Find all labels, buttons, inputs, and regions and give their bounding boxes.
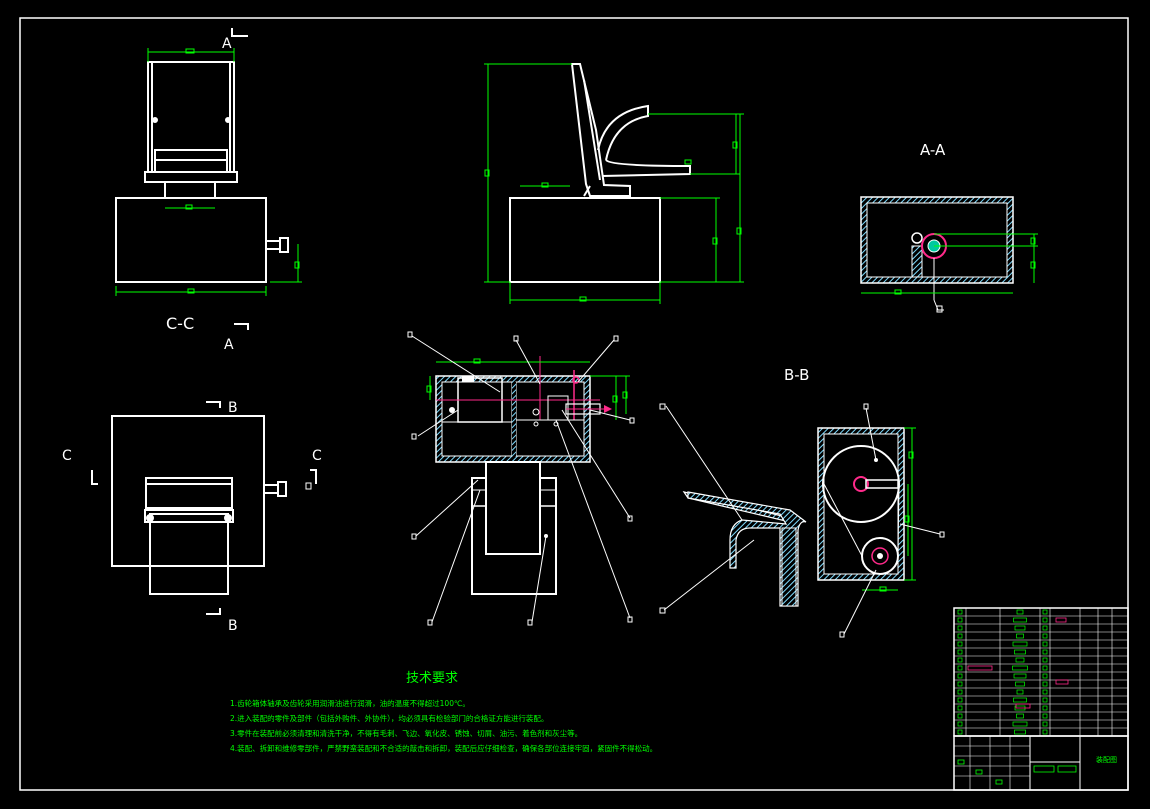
parts-list-annotation-mark xyxy=(1015,703,1031,709)
parts-list-qty-mark xyxy=(1042,721,1048,727)
parts-list-qty-mark xyxy=(1042,609,1048,615)
parts-list-index-mark xyxy=(957,665,963,671)
parts-list-name-mark xyxy=(1013,617,1027,623)
title-block-drawing-name: 装配图 xyxy=(1096,755,1117,764)
parts-list-index-mark xyxy=(957,649,963,655)
section-aa-view xyxy=(860,196,1014,313)
main-assembly-dimensions xyxy=(426,358,630,420)
section-cc-view xyxy=(111,415,287,595)
parts-list-name-mark xyxy=(1015,657,1025,663)
parts-list-name-mark xyxy=(1014,729,1026,735)
parts-list-name-mark xyxy=(1016,713,1024,719)
parts-list-qty-mark xyxy=(1042,617,1048,623)
technical-requirement-1: 1.齿轮箱体轴承及齿轮采用润滑油进行润滑，油的温度不得超过100℃。 xyxy=(230,698,470,708)
side-view-top-center xyxy=(509,63,691,283)
parts-list-name-mark xyxy=(1012,665,1028,671)
parts-list-index-mark xyxy=(957,721,963,727)
section-label-a-top: A xyxy=(222,36,232,52)
section-label-c-right: C xyxy=(312,448,322,464)
parts-list-qty-mark xyxy=(1042,673,1048,679)
parts-list-index-mark xyxy=(957,697,963,703)
parts-list-name-mark xyxy=(1013,673,1027,679)
parts-list-index-mark xyxy=(957,641,963,647)
parts-list-index-mark xyxy=(957,633,963,639)
parts-list-index-mark xyxy=(957,713,963,719)
section-bb-dimensions xyxy=(862,427,916,592)
technical-requirements: 技术要求 1.齿轮箱体轴承及齿轮采用润滑油进行润滑，油的温度不得超过100℃。 … xyxy=(230,671,657,753)
section-label-b-top: B xyxy=(228,400,238,416)
section-label-c-left: C xyxy=(62,448,72,464)
parts-list-qty-mark xyxy=(1042,681,1048,687)
front-view-top-left xyxy=(115,61,289,283)
section-cc-refs: B B C C xyxy=(62,400,322,634)
seat-bracket-detail xyxy=(682,491,807,607)
section-label-aa: A-A xyxy=(920,141,946,159)
parts-list-index-mark xyxy=(957,681,963,687)
parts-list-name-mark xyxy=(1014,649,1026,655)
parts-list-annotation-mark xyxy=(1055,617,1067,623)
parts-list-qty-mark xyxy=(1042,729,1048,735)
parts-list-index-mark xyxy=(957,729,963,735)
parts-list-qty-mark xyxy=(1042,633,1048,639)
side-view-dimensions xyxy=(484,63,744,304)
parts-list-qty-mark xyxy=(1042,649,1048,655)
parts-list-index-mark xyxy=(957,625,963,631)
technical-requirement-4: 4.装配、拆卸和维修零部件，严禁野蛮装配和不合适的敲击和拆卸，装配后应仔细检查，… xyxy=(230,743,657,753)
parts-list-index-mark xyxy=(957,705,963,711)
section-bb-leaders xyxy=(839,403,945,638)
section-ref-a-top: A xyxy=(222,28,248,52)
parts-list-index-mark xyxy=(957,689,963,695)
parts-list-qty-mark xyxy=(1042,657,1048,663)
parts-list-name-mark xyxy=(1012,721,1028,727)
section-bb-view xyxy=(817,427,905,581)
technical-requirement-2: 2.进入装配的零件及部件（包括外购件、外协件），均必须具有检验部门的合格证方能进… xyxy=(230,713,548,723)
section-label-cc: C-C xyxy=(166,314,194,333)
parts-list-name-mark xyxy=(1015,681,1025,687)
section-label-a-bottom: A xyxy=(224,337,234,353)
seat-bracket-leaders xyxy=(659,403,755,614)
parts-list-qty-mark xyxy=(1042,665,1048,671)
main-assembly-section xyxy=(435,356,612,595)
title-block: 装配图 xyxy=(953,735,1129,791)
parts-list-qty-mark xyxy=(1042,713,1048,719)
drawing-frame xyxy=(19,17,1129,791)
section-label-bb: B-B xyxy=(784,366,809,384)
main-assembly-leaders xyxy=(407,331,635,626)
technical-requirements-title: 技术要求 xyxy=(406,671,458,686)
section-label-b-bottom: B xyxy=(228,618,238,634)
parts-list-name-mark xyxy=(1012,641,1028,647)
parts-list-name-mark xyxy=(1016,609,1024,615)
parts-list-qty-mark xyxy=(1042,705,1048,711)
parts-list-table xyxy=(953,607,1129,737)
parts-list-name-mark xyxy=(1013,697,1027,703)
parts-list-index-mark xyxy=(957,657,963,663)
parts-list-qty-mark xyxy=(1042,697,1048,703)
parts-list-index-mark xyxy=(957,617,963,623)
technical-requirement-3: 3.零件在装配前必须清理和清洗干净，不得有毛刺、飞边、氧化皮、锈蚀、切屑、油污、… xyxy=(230,728,582,738)
parts-list-qty-mark xyxy=(1042,625,1048,631)
parts-list-index-mark xyxy=(957,673,963,679)
parts-list-qty-mark xyxy=(1042,689,1048,695)
section-aa-dimensions xyxy=(861,233,1038,295)
section-ref-a-bottom: A xyxy=(224,323,249,353)
parts-list-qty-mark xyxy=(1042,641,1048,647)
parts-list-annotation-mark xyxy=(967,665,993,671)
parts-list-name-mark xyxy=(1014,625,1026,631)
parts-list-annotation-mark xyxy=(1055,679,1069,685)
parts-list-name-mark xyxy=(1016,689,1024,695)
parts-list-index-mark xyxy=(957,609,963,615)
front-view-dimensions xyxy=(115,48,302,296)
parts-list-name-mark xyxy=(1016,633,1024,639)
